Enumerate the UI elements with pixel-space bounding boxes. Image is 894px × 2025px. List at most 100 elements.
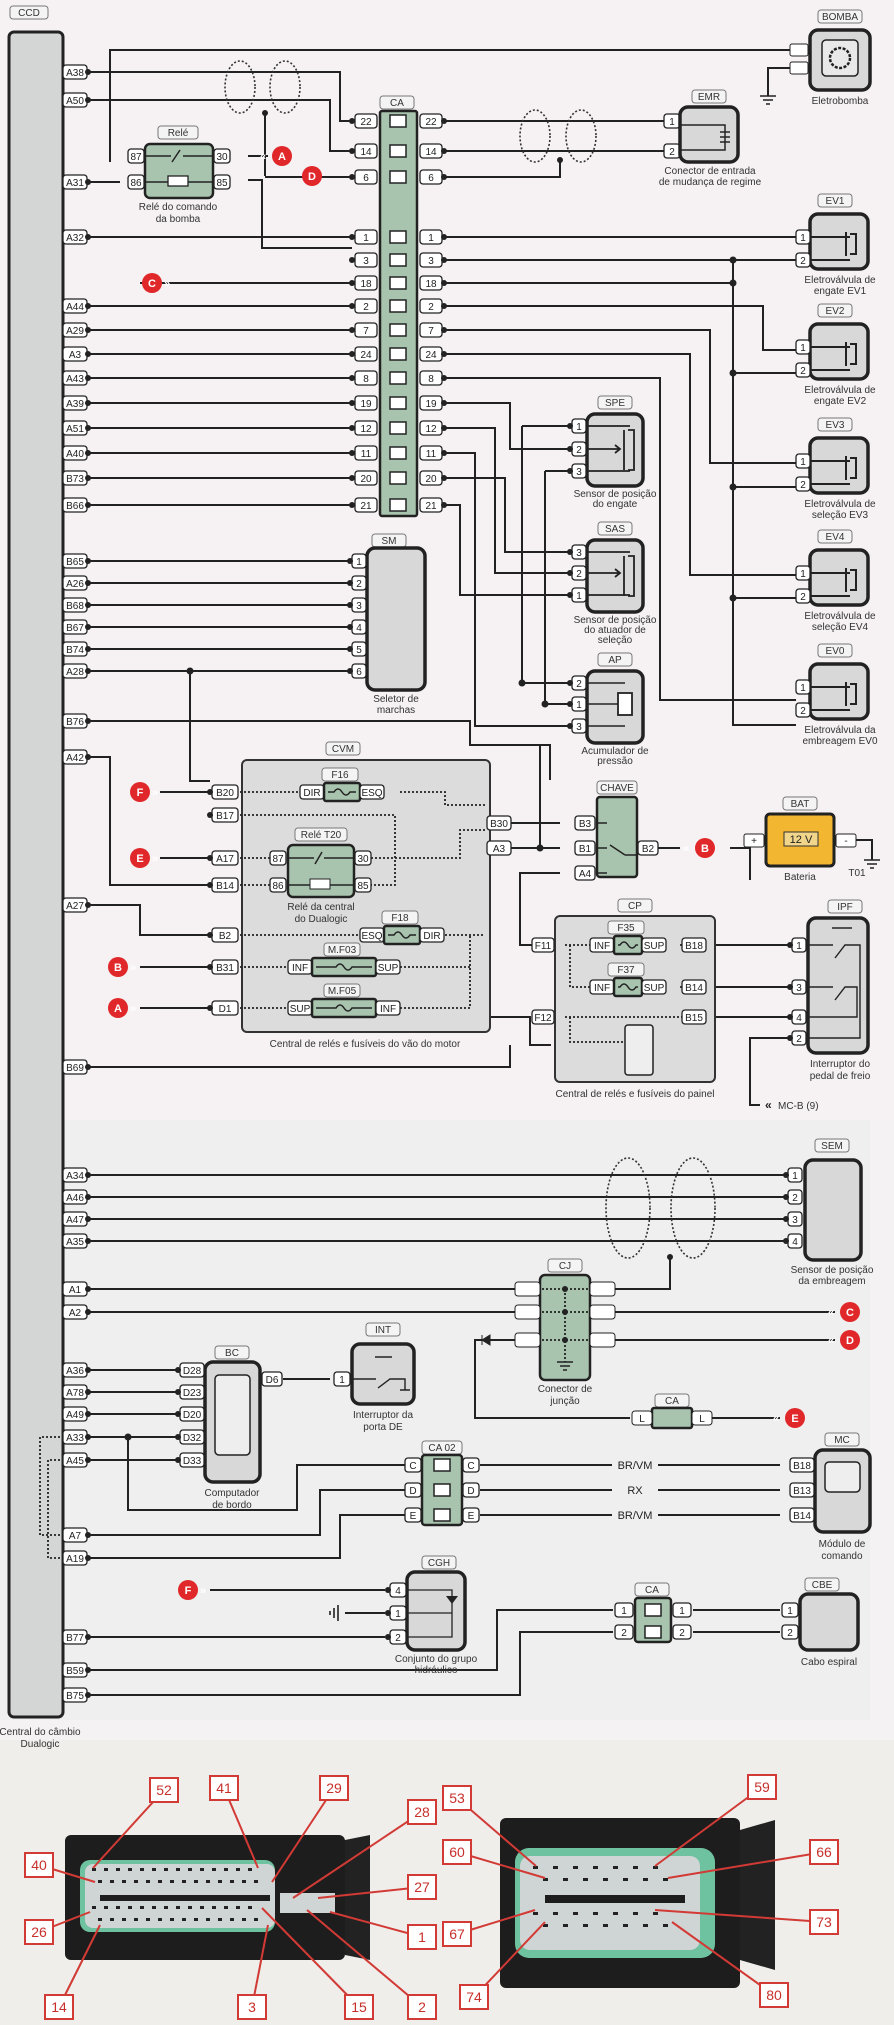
svg-text:1: 1 [796,941,802,952]
ca-pin-left-1: 1 [354,229,378,245]
svg-text:E: E [410,1511,417,1522]
svg-text:B76: B76 [66,717,84,728]
connection-marker-b[interactable]: B» [108,957,136,977]
svg-text:»: » [130,1003,136,1015]
connection-marker-b[interactable]: B« [683,838,715,858]
svg-text:Módulo de: Módulo de [819,1539,866,1550]
svg-text:CA: CA [645,1585,659,1596]
svg-text:14: 14 [360,147,372,158]
ev-pin-1: 1 [795,679,811,695]
pin-callout-52: 52 [92,1777,179,1869]
ipf-pin-2: 2 [791,1030,807,1046]
cvm-pin-d1: D1 [211,1000,239,1016]
connection-marker-f[interactable]: F» [130,782,158,802]
ca-pin-right-22: 22 [419,113,443,129]
svg-text:pedal de freio: pedal de freio [810,1071,871,1082]
svg-text:F: F [137,787,144,799]
spe-pin-1: 1 [571,418,587,434]
svg-text:2: 2 [395,1633,401,1644]
pin-callout-73: 73 [654,1909,839,1935]
rele-t20-pin-85: 85 [354,877,372,893]
svg-text:80: 80 [766,1987,782,2003]
rele-bomba-pin-30: 30 [213,148,231,164]
cbe-pin-2: 2 [781,1624,799,1640]
connection-marker-d[interactable]: D« [828,1330,860,1350]
connection-marker-d[interactable]: D [302,166,322,186]
ev-pin-1: 1 [795,565,811,581]
ev-pin-2: 2 [795,476,811,492]
svg-text:SPE: SPE [605,398,625,409]
cvm-pin-a17: A17 [211,850,239,866]
ca-pin-right-11: 11 [419,445,443,461]
svg-text:CA: CA [390,98,404,109]
svg-text:1: 1 [669,117,675,128]
svg-text:«: « [773,1413,779,1425]
svg-text:BOMBA: BOMBA [822,12,858,23]
ca-cbe-pin-right-1: 1 [672,1602,692,1618]
connection-marker-a[interactable]: A» [108,998,136,1018]
svg-text:A45: A45 [66,1456,84,1467]
wires [39,49,835,1696]
connection-marker-e[interactable]: E» [130,848,158,868]
fuse-terminal-left: ESQ [359,927,385,943]
sm-pin-3: 3 [351,597,367,613]
svg-text:ESQ: ESQ [361,788,382,799]
svg-text:D28: D28 [183,1366,202,1377]
svg-text:CVM: CVM [332,744,354,755]
chip-icon [824,1461,861,1493]
connection-marker-c[interactable]: C« [828,1302,860,1322]
ccd-tag: CCD [9,5,49,20]
svg-text:SUP: SUP [378,963,399,974]
ccd-pin-a50: A50 [62,92,88,108]
pin-callout-26: 26 [24,1911,91,1945]
svg-text:1: 1 [576,700,582,711]
ipf-brake-switch: IPF Interruptor do pedal de freio « MC-B… [765,899,871,1112]
svg-text:11: 11 [361,449,372,460]
ev-pin-2: 2 [795,702,811,718]
svg-text:A29: A29 [66,326,84,337]
svg-text:1: 1 [356,557,362,568]
svg-text:A42: A42 [66,753,84,764]
rele-t20-pin-30: 30 [354,850,372,866]
svg-text:52: 52 [156,1782,172,1798]
svg-text:DIR: DIR [423,931,440,942]
solenoid-icon [810,456,857,485]
display-icon [214,1374,251,1456]
ccd-pin-a44: A44 [62,298,88,314]
svg-text:F12: F12 [534,1013,552,1024]
svg-text:Relé da central: Relé da central [287,902,354,913]
ccd-pin-a35: A35 [62,1233,88,1249]
svg-text:+: + [751,836,757,847]
svg-text:86: 86 [272,881,284,892]
svg-text:11: 11 [426,449,437,460]
svg-text:seleção EV3: seleção EV3 [812,510,869,521]
connection-marker-a[interactable]: A« [260,146,292,166]
connection-marker-f[interactable]: F» [178,1580,206,1600]
ccd-pin-a32: A32 [62,229,88,245]
svg-text:engate EV1: engate EV1 [814,286,867,297]
svg-text:Relé: Relé [168,128,189,139]
ca02-pin-right-D: D [462,1482,480,1498]
svg-text:1: 1 [576,591,582,602]
svg-text:Interruptor do: Interruptor do [810,1059,870,1070]
svg-text:A33: A33 [66,1433,84,1444]
svg-text:2: 2 [679,1628,685,1639]
ca-pin-right-7: 7 [419,322,443,338]
svg-text:-: - [844,836,847,847]
svg-text:«: « [260,151,266,163]
ev-pin-2: 2 [795,588,811,604]
svg-text:B2: B2 [219,931,232,942]
svg-text:A19: A19 [66,1554,84,1565]
connection-marker-e[interactable]: E« [773,1408,805,1428]
sm-pin-4: 4 [351,619,367,635]
pin-callout-66: 66 [667,1839,839,1879]
cvm-pin-b20: B20 [211,784,239,800]
svg-text:Eletroválvula da: Eletroválvula da [804,725,876,736]
svg-text:2: 2 [576,569,582,580]
svg-text:B: B [114,962,122,974]
svg-text:A49: A49 [66,1410,84,1421]
ccd-pin-a46: A46 [62,1189,88,1205]
connection-marker-c[interactable]: C» [142,273,170,293]
